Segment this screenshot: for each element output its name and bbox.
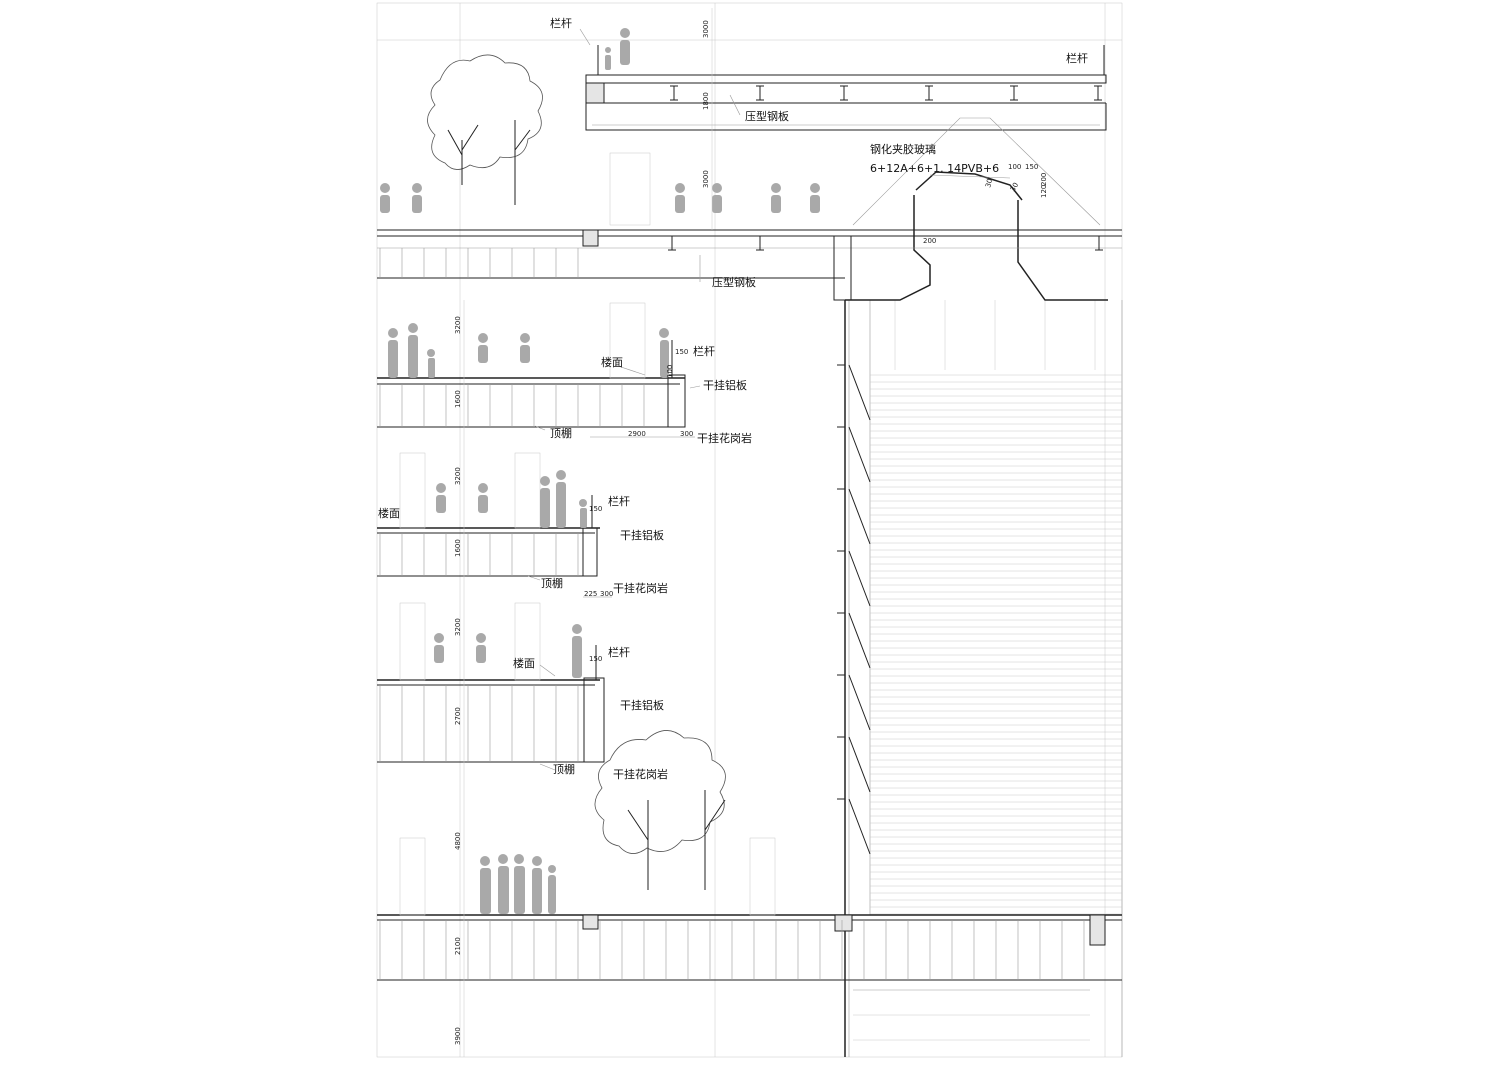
people-ground: [480, 854, 556, 914]
label-floor-l4: 楼面: [378, 506, 400, 520]
dim-150-c: 150: [589, 655, 602, 663]
dim-100-b: 100: [1008, 163, 1021, 171]
dim-2700: 2700: [454, 707, 462, 725]
label-aluminum-l5: 干挂铝板: [620, 698, 664, 712]
label-railing-l3: 栏杆: [693, 344, 715, 358]
label-granite-l3: 干挂花岗岩: [697, 431, 752, 445]
label-floor-l5: 楼面: [513, 656, 535, 670]
dim-1600-a: 1600: [454, 390, 462, 408]
people-level-3: [388, 323, 669, 378]
dim-150-b: 150: [589, 505, 602, 513]
leader-lines: [527, 28, 1011, 771]
glass-fin: [837, 364, 871, 421]
glass-fin: [837, 488, 871, 545]
label-glass-spec: 6+12A+6+1. 14PVB+6: [870, 162, 999, 175]
label-railing-l5: 栏杆: [608, 645, 630, 659]
people-level-4: [436, 470, 587, 528]
people-level-2: [380, 183, 820, 213]
dim-150-d: 150: [1025, 163, 1038, 171]
label-railing-roof: 栏杆: [550, 16, 572, 30]
glass-fin: [837, 736, 871, 793]
steel-i-beams-roof: [670, 85, 1102, 101]
dim-3200-b: 3200: [454, 467, 462, 485]
dim-300-b: 300: [600, 590, 613, 598]
dim-225: 225: [584, 590, 597, 598]
dim-3900: 3900: [454, 1027, 462, 1045]
tree-lower: [594, 730, 726, 890]
balcony-level-3: [377, 340, 686, 428]
glass-fin: [837, 426, 871, 483]
dim-3000: 3000: [702, 170, 710, 188]
dim-3200-a: 3200: [454, 316, 462, 334]
balcony-level-5: [377, 645, 605, 763]
dim-2900: 2900: [628, 430, 646, 438]
skylight-frame: [845, 117, 1108, 301]
dim-1800: 1800: [702, 92, 710, 110]
label-tempered-laminated-glass: 钢化夹胶玻璃: [870, 142, 936, 156]
dimension-lines: [463, 8, 713, 1057]
dim-30-a: 30: [984, 178, 994, 189]
label-railing-l4: 栏杆: [608, 494, 630, 508]
glass-fin: [837, 674, 871, 731]
balcony-level-4: [377, 495, 600, 577]
label-granite-l5: 干挂花岗岩: [613, 767, 668, 781]
roof-slab: [585, 45, 1107, 131]
dim-120: 120: [1040, 185, 1048, 198]
label-aluminum-l3: 干挂铝板: [703, 378, 747, 392]
people-level-5: [434, 624, 582, 678]
dim-30-b: 30: [1009, 181, 1020, 193]
glass-fin: [837, 550, 871, 607]
label-ceiling-l3: 顶棚: [550, 426, 572, 440]
label-profiled-steel-deck-roof: 压型钢板: [745, 109, 789, 123]
dim-4800: 4800: [454, 832, 462, 850]
dim-200-a: 200: [1040, 173, 1048, 186]
people-roof: [605, 28, 630, 70]
ground-slab: [377, 914, 1122, 1041]
glass-fin: [837, 798, 871, 855]
dim-3000-top: 3000: [702, 20, 710, 38]
dim-100-a: 100: [666, 365, 674, 378]
label-profiled-steel-deck: 压型钢板: [712, 275, 756, 289]
label-granite-l4: 干挂花岗岩: [613, 581, 668, 595]
grid-lines: [377, 3, 1122, 1057]
dim-1600-b: 1600: [454, 539, 462, 557]
dim-3200-c: 3200: [454, 618, 462, 636]
label-ceiling-l4: 顶棚: [541, 576, 563, 590]
atrium-glazing: [837, 300, 1123, 1057]
label-aluminum-l4: 干挂铝板: [620, 528, 664, 542]
doors: [399, 152, 776, 916]
tree-upper: [427, 54, 543, 205]
level-slab-upper: [377, 229, 1122, 301]
label-railing-roof-right: 栏杆: [1066, 51, 1088, 65]
dim-2100: 2100: [454, 937, 462, 955]
label-ceiling-l5: 顶棚: [553, 762, 575, 776]
dim-300-a: 300: [680, 430, 693, 438]
label-floor-l3: 楼面: [601, 355, 623, 369]
dim-200-b: 200: [923, 237, 936, 245]
glass-fin: [837, 612, 871, 669]
dim-150-a: 150: [675, 348, 688, 356]
